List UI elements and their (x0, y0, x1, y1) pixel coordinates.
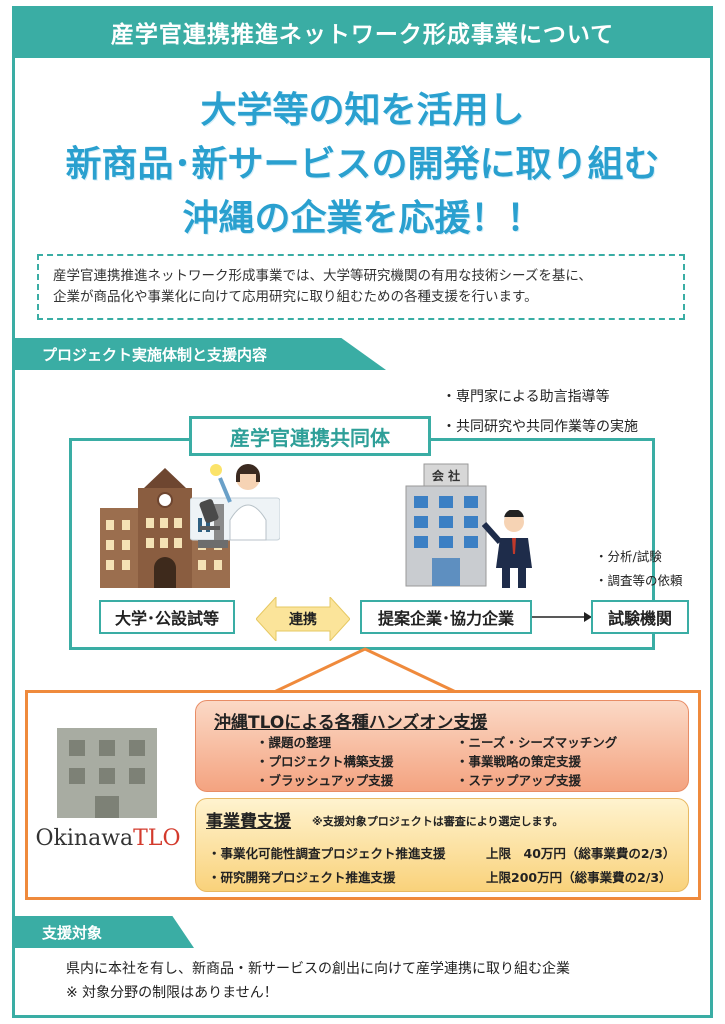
target-description: 県内に本社を有し、新商品・新サービスの創出に向けて産学連携に取り組む企業 ※ 対… (66, 957, 570, 1005)
testing-bullet: ・分析/試験 (595, 549, 662, 564)
support-bullet: ・専門家による助言指導等 (442, 389, 610, 405)
intro-line-2: 企業が商品化や事業化に向けて応用研究に取り組むための各種支援を行います。 (53, 289, 538, 305)
section-target: 支援対象 (14, 916, 194, 948)
list-item: ・ニーズ・シーズマッチング (456, 735, 618, 750)
funding-row-amount: 上限200万円（総事業費の2/3） (486, 870, 672, 885)
microscope-icon (198, 499, 228, 548)
target-line-2: ※ 対象分野の制限はありません！ (66, 985, 278, 1001)
funding-support-box: 事業費支援 ※支援対象プロジェクトは審査により選定します。 ・事業化可能性調査プ… (195, 798, 689, 892)
testing-agency-label: 試験機関 (591, 600, 689, 634)
list-item: ・事業戦略の策定支援 (456, 754, 582, 769)
support-bullet: ・共同研究や共同作業等の実施 (442, 419, 638, 435)
intro-box: 産学官連携推進ネットワーク形成事業では、大学等研究機関の有用な技術シーズを基に、… (37, 254, 685, 320)
testing-bullets: ・分析/試験 ・調査等の依頼 (595, 545, 683, 593)
headline: 大学等の知を活用し 新商品･新サービスの開発に取り組む 沖縄の企業を応援！！ (20, 84, 705, 246)
company-label-text: 提案企業･協力企業 (377, 609, 514, 628)
tlo-logo-accent: TLO (133, 826, 181, 851)
office-building-icon: 会 社 (405, 463, 487, 587)
consortium-title-text: 産学官連携共同体 (230, 425, 390, 450)
company-label: 提案企業･協力企業 (360, 600, 532, 634)
list-item: ・ブラッシュアップ支援 (256, 773, 394, 788)
support-up-arrow (271, 647, 459, 695)
handson-right-list: ・ニーズ・シーズマッチング ・事業戦略の策定支援 ・ステップアップ支援 (456, 733, 617, 790)
funding-title: 事業費支援 (206, 812, 291, 832)
handson-left-list: ・課題の整理 ・プロジェクト構築支援 ・ブラッシュアップ支援 (256, 733, 394, 790)
consortium-title: 産学官連携共同体 (189, 416, 431, 456)
section-project-structure: プロジェクト実施体制と支援内容 (14, 338, 386, 370)
page-header: 産学官連携推進ネットワーク形成事業について (12, 6, 713, 58)
funding-row-amount: 上限 40万円（総事業費の2/3） (486, 846, 676, 861)
testing-bullet: ・調査等の依頼 (595, 573, 683, 588)
intro-line-1: 産学官連携推進ネットワーク形成事業では、大学等研究機関の有用な技術シーズを基に、 (53, 268, 592, 284)
testing-agency-text: 試験機関 (607, 609, 672, 628)
university-building-icon (100, 468, 230, 588)
headline-line-1: 大学等の知を活用し (200, 90, 525, 131)
support-bullets: ・専門家による助言指導等 ・共同研究や共同作業等の実施 (442, 382, 638, 442)
tlo-building-icon (57, 728, 157, 818)
university-label: 大学･公設試等 (99, 600, 235, 634)
funding-row-name: ・事業化可能性調査プロジェクト推進支援 (208, 846, 446, 861)
collaboration-arrow: 連携 (256, 597, 350, 641)
funding-row-name: ・研究開発プロジェクト推進支援 (208, 870, 396, 885)
handson-support-box: 沖縄TLOによる各種ハンズオン支援 ・課題の整理 ・プロジェクト構築支援 ・ブラ… (195, 700, 689, 792)
testing-arrow (532, 612, 592, 622)
target-line-1: 県内に本社を有し、新商品・新サービスの創出に向けて産学連携に取り組む企業 (66, 961, 570, 977)
section-project-structure-label: プロジェクト実施体制と支援内容 (42, 345, 268, 364)
section-target-label: 支援対象 (42, 923, 103, 942)
collaboration-label: 連携 (289, 611, 317, 628)
header-title: 産学官連携推進ネットワーク形成事業について (110, 22, 615, 48)
company-sign-text: 会 社 (432, 468, 460, 483)
businessman-icon (482, 510, 532, 588)
tlo-logo-main: Okinawa (35, 826, 134, 851)
tlo-logo: OkinawaTLO (28, 826, 188, 851)
funding-note: ※支援対象プロジェクトは審査により選定します。 (312, 815, 564, 828)
handson-title: 沖縄TLOによる各種ハンズオン支援 (214, 713, 488, 733)
headline-line-2: 新商品･新サービスの開発に取り組む (65, 144, 660, 185)
list-item: ・プロジェクト構築支援 (256, 754, 394, 769)
university-label-text: 大学･公設試等 (114, 609, 219, 628)
headline-line-3: 沖縄の企業を応援！！ (182, 198, 543, 239)
list-item: ・ステップアップ支援 (456, 773, 582, 788)
list-item: ・課題の整理 (256, 735, 332, 750)
